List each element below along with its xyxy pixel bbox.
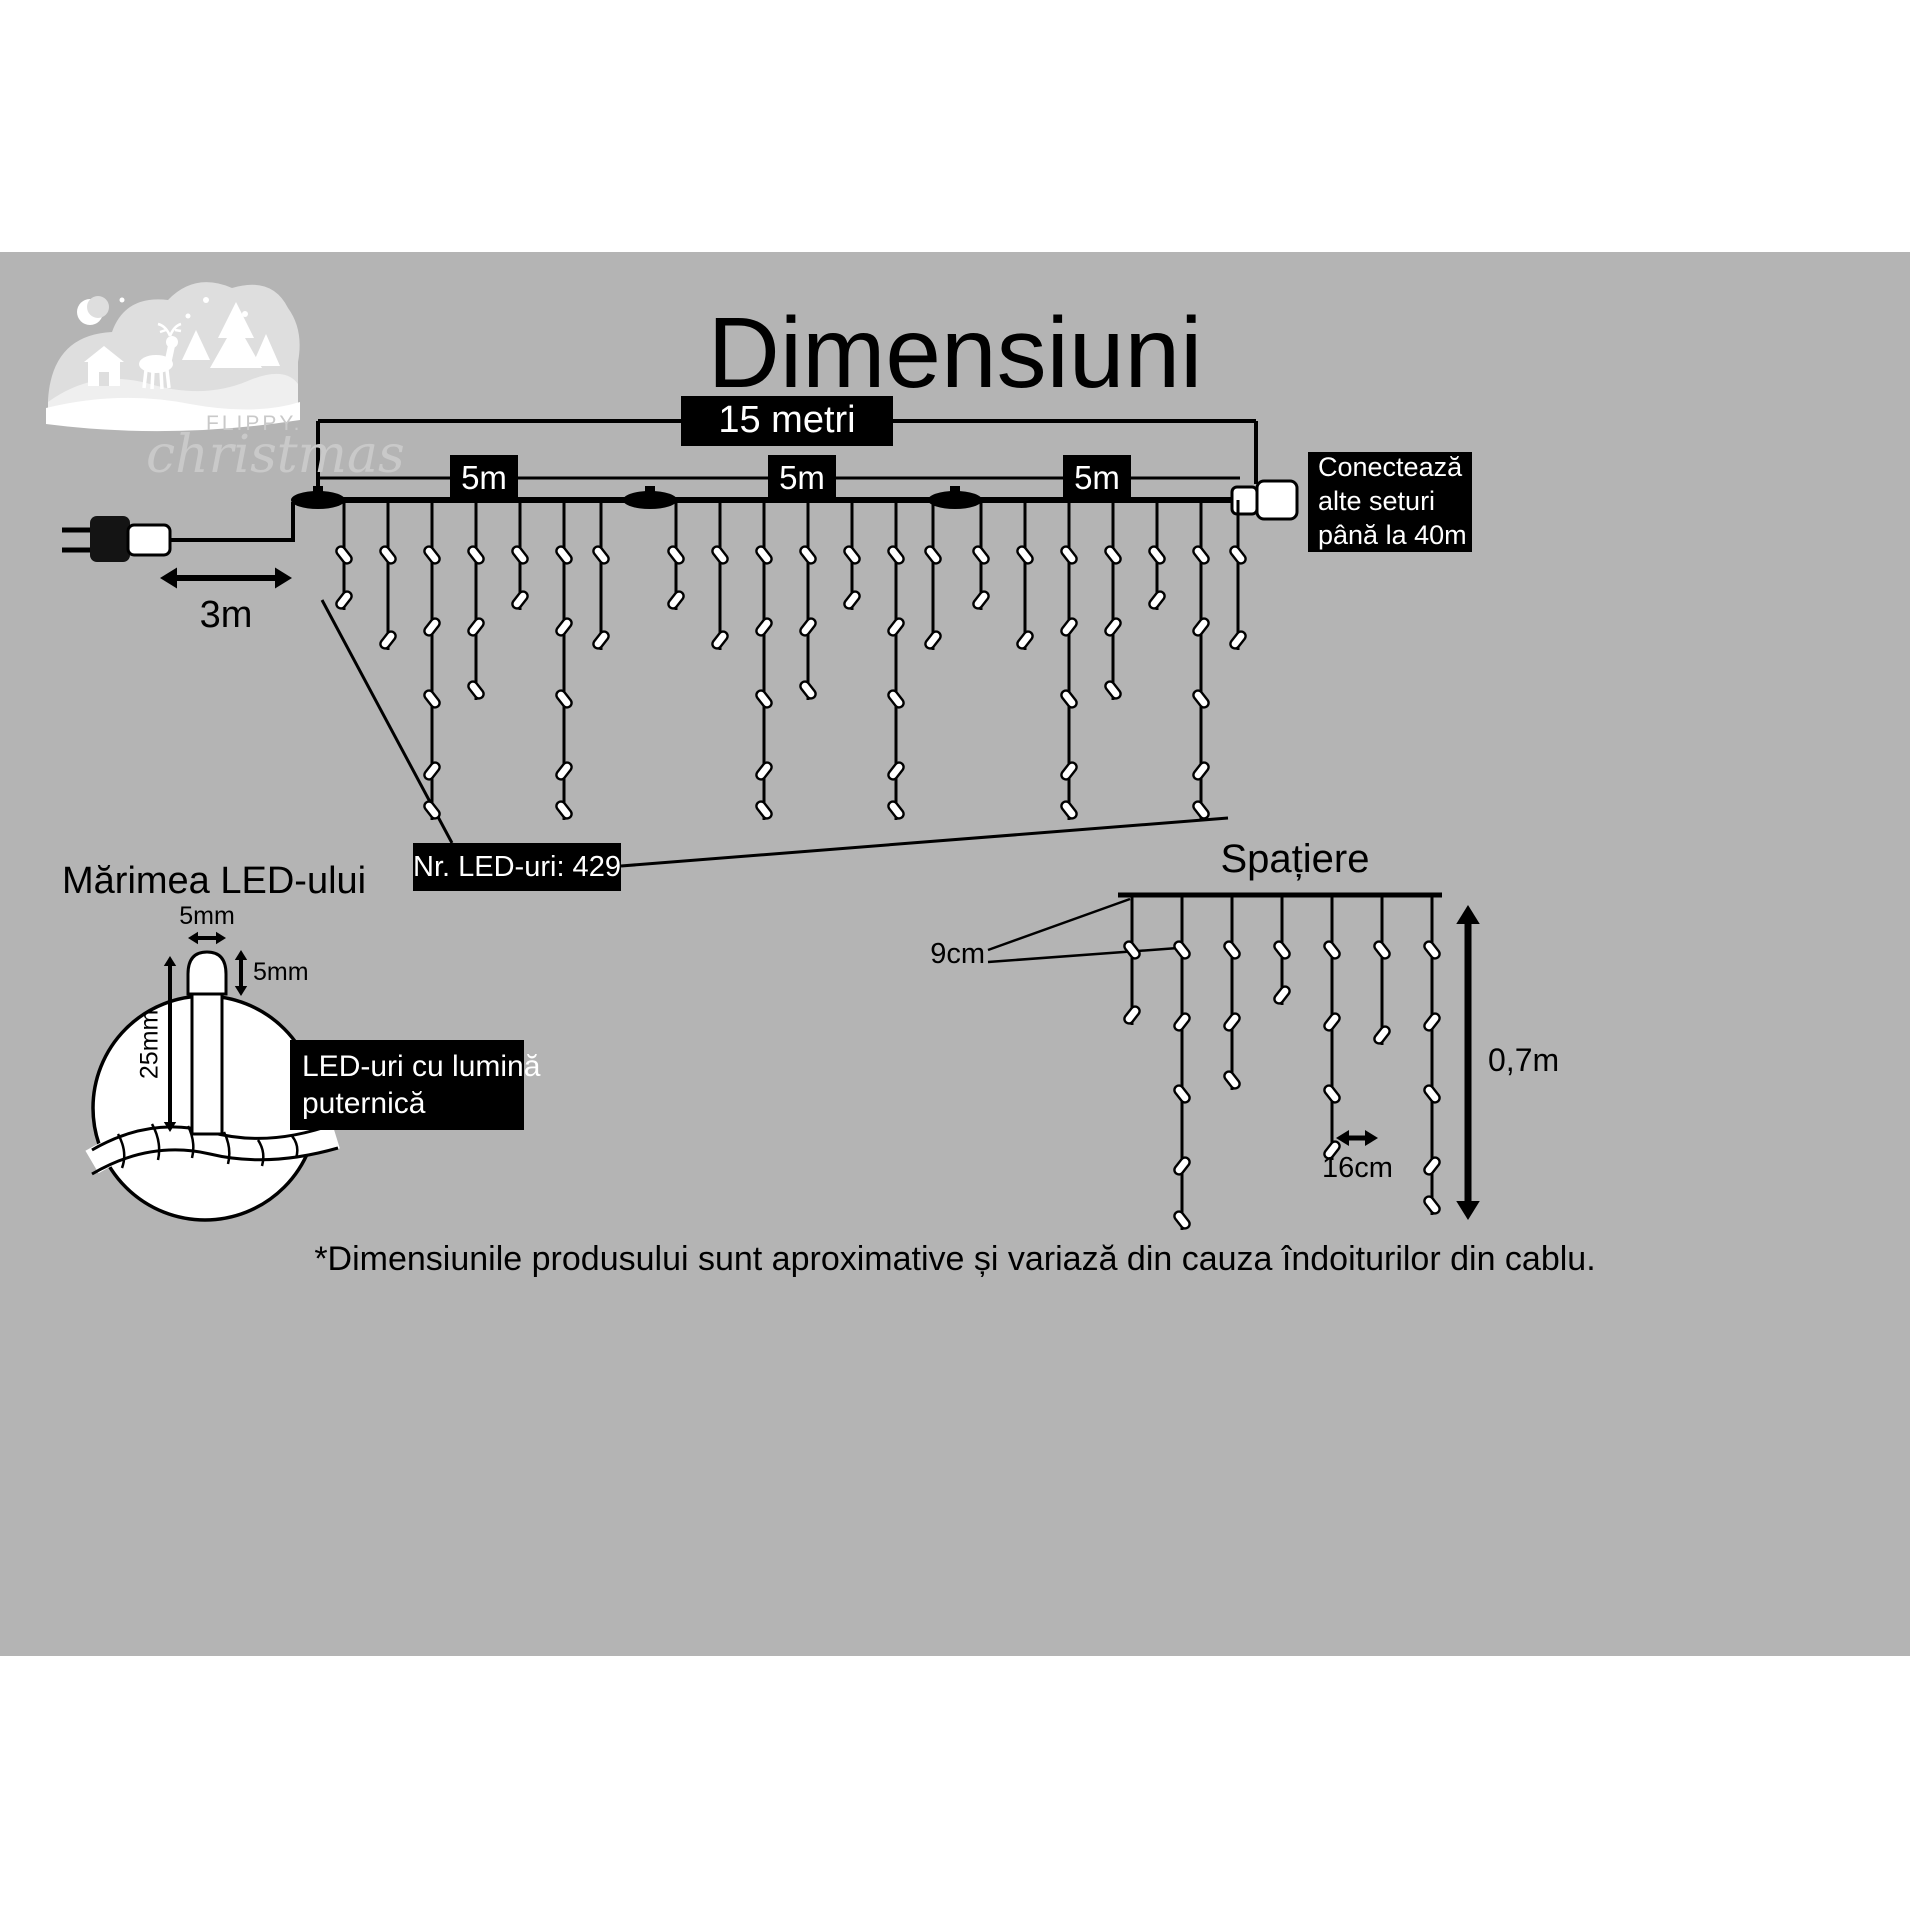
string-connector-icons [291,486,982,509]
section-length-box-2: 5m [768,455,836,501]
connect-info-line-2: alte seturi [1318,486,1436,517]
total-length-box: 15 metri [681,396,893,446]
led-note-line-1: LED-uri cu lumină [302,1049,541,1083]
callout-line-right [620,816,1229,868]
section-length-box-1: 5m [450,455,518,501]
spacing-heading: Spațiere [1220,837,1370,881]
measurement-arrows [160,567,1480,1220]
spacing-diagram-wire [987,892,1442,964]
page-title: Dimensiuni [707,297,1203,409]
footer-note: *Dimensiunile produsului sunt aproximati… [314,1240,1596,1278]
cap-width-label: 5mm [179,902,235,930]
led-note-line-2: puternică [302,1087,426,1120]
brand-sub-name: christmas [146,425,405,485]
led-detail-illustration [85,950,340,1222]
brand-logo-illustration [46,282,300,432]
body-length-label: 25mm [135,1009,164,1080]
drop-height-label: 0,7m [1488,1042,1560,1078]
connect-info-line-3: până la 40m [1318,519,1467,550]
led-body-shape [190,990,224,1136]
lead-length-label: 3m [199,594,253,636]
end-connector-icon [1230,479,1299,521]
section-length-box-3: 5m [1063,455,1131,501]
spacing-diagram-drops [1123,895,1441,1230]
deer-icon [139,322,182,390]
icicle-drops [335,500,1247,820]
led-cap-shape [186,950,228,996]
tree-icon [218,302,254,338]
house-icon [84,346,124,362]
led-size-heading: Mărimea LED-ului [62,860,367,902]
cap-height-label: 5mm [253,958,309,986]
drop-spacing-label: 9cm [930,938,985,970]
led-count-box: Nr. LED-uri: 429 [413,843,621,891]
brand-name: FLIPPY. [206,412,303,435]
star-icon [203,297,209,303]
led-note-box: LED-uri cu lumină puternică [290,1040,540,1130]
connect-info-line-1: Conectează [1318,452,1463,483]
connect-info-box: Conectează alte seturi până la 40m [1308,452,1472,552]
power-plug-icon [62,516,172,562]
bulb-spacing-label: 16cm [1322,1152,1393,1184]
